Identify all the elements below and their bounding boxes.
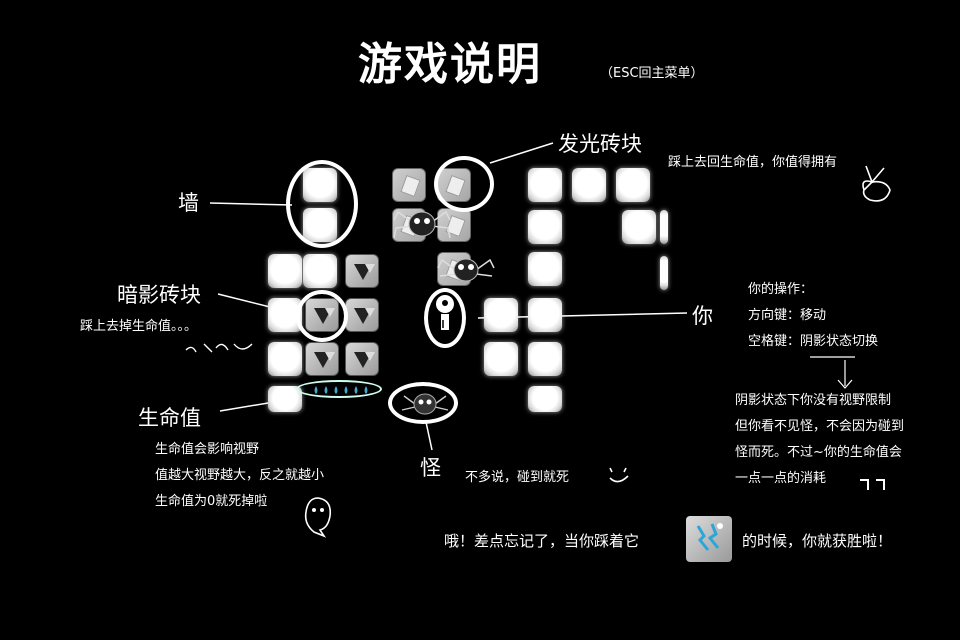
wall-block — [528, 342, 562, 376]
note-glow-block: 踩上去回生命值，你值得拥有 — [668, 155, 838, 170]
glow-block-icon — [392, 168, 426, 202]
wall-block — [268, 342, 302, 376]
note-shadow-state: 阴影状态下你没有视野限制 但你看不见怪，不会因为碰到 怪而死。不过~你的生命值会… — [735, 388, 904, 492]
ghost-doodle — [304, 497, 332, 538]
wall-block — [528, 252, 562, 286]
controls-move: 方向键：移动 — [748, 308, 827, 323]
label-glow-block: 发光砖块 — [558, 132, 642, 156]
controls-title: 你的操作： — [748, 282, 814, 297]
victory-hand-doodle — [862, 165, 891, 202]
note-life-line: 值越大视野越大，反之就越小 — [155, 468, 325, 483]
tears-doodle — [860, 479, 885, 490]
label-monster: 怪 — [420, 456, 441, 480]
wall-block — [268, 254, 302, 288]
wall-block — [528, 210, 562, 244]
wall-block — [660, 210, 668, 244]
note-life-line: 生命值为0就死掉啦 — [155, 494, 268, 509]
wall-block — [572, 168, 606, 202]
wall-block — [660, 256, 668, 290]
goal-text-left: 哦！差点忘记了，当你踩着它 — [444, 532, 640, 550]
note-life: 生命值会影响视野 值越大视野越大，反之就越小 生命值为0就死掉啦 — [155, 437, 324, 515]
note-monster: 不多说，碰到就死 — [465, 470, 570, 485]
goal-icon — [686, 516, 732, 562]
shadow-block-icon — [345, 298, 379, 332]
controls-space: 空格键：阴影状态切换 — [748, 334, 879, 349]
page-title: 游戏说明 — [358, 39, 542, 90]
label-wall: 墙 — [178, 191, 199, 215]
wall-block — [622, 210, 656, 244]
spider-monster-icon — [437, 258, 495, 282]
label-shadow-block: 暗影砖块 — [117, 283, 201, 307]
goal-text-right: 的时候，你就获胜啦！ — [742, 532, 893, 550]
note-shadow-block: 踩上去掉生命值。。。 — [80, 319, 198, 334]
smile-doodle — [609, 467, 629, 483]
shadow-state-line: 一点一点的消耗 — [735, 471, 827, 486]
wall-block — [528, 168, 562, 202]
shadow-block-icon — [305, 342, 339, 376]
note-controls: 你的操作： 方向键：移动 空格键：阴影状态切换 — [748, 277, 878, 355]
esc-hint: （ESC回主菜单） — [600, 66, 704, 81]
wall-block — [484, 298, 518, 332]
label-you: 你 — [692, 304, 713, 328]
monster-highlight-circle — [388, 382, 458, 424]
label-life: 生命值 — [138, 406, 201, 430]
glow-block-highlight-circle — [434, 156, 494, 212]
shadow-state-line: 怪而死。不过~你的生命值会 — [735, 445, 902, 460]
shadow-state-line: 但你看不见怪，不会因为碰到 — [735, 419, 905, 434]
wall-block — [303, 254, 337, 288]
wall-block — [484, 342, 518, 376]
shadow-block-icon — [345, 342, 379, 376]
player-highlight-circle — [424, 288, 466, 348]
shadow-block-icon — [345, 254, 379, 288]
note-life-line: 生命值会影响视野 — [155, 442, 260, 457]
wall-block — [616, 168, 650, 202]
wall-highlight-circle — [286, 160, 358, 248]
wall-block — [528, 386, 562, 412]
life-highlight-circle — [296, 380, 382, 398]
shadow-block-highlight-circle — [296, 290, 348, 342]
wall-block — [528, 298, 562, 332]
shadow-state-line: 阴影状态下你没有视野限制 — [735, 393, 892, 408]
scribble-doodle — [185, 343, 253, 353]
spider-monster-icon — [393, 210, 451, 239]
